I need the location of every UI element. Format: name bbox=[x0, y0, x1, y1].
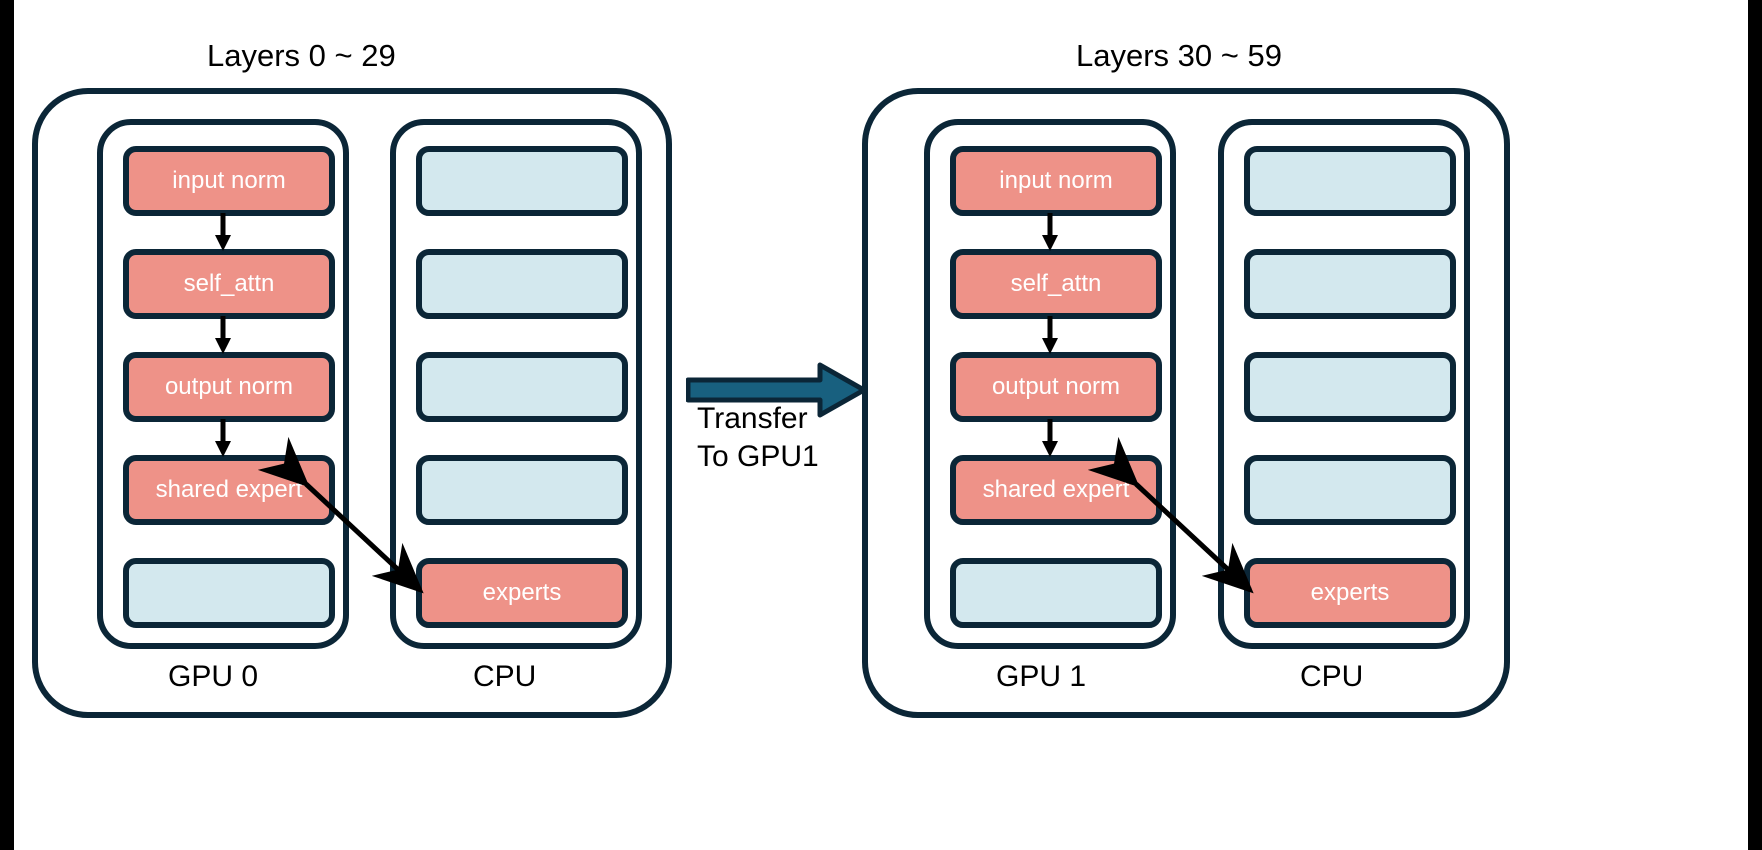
transfer-label-line2: To GPU1 bbox=[697, 439, 819, 473]
letterbox-left bbox=[0, 0, 14, 850]
connector-arrow-icon bbox=[1042, 213, 1058, 251]
panel-title-right: Layers 30 ~ 59 bbox=[1076, 38, 1282, 73]
label-gpu1: GPU 1 bbox=[996, 660, 1087, 693]
transfer-label: Transfer To GPU1 bbox=[697, 400, 867, 475]
block-experts[interactable]: experts bbox=[1244, 558, 1456, 628]
device-panel-gpu1: input norm self_attn output norm shared … bbox=[862, 88, 1510, 718]
column-cpu-left: experts bbox=[390, 119, 642, 649]
label-gpu0: GPU 0 bbox=[168, 660, 259, 693]
block-cpu-empty[interactable] bbox=[1244, 455, 1456, 525]
block-input-norm[interactable]: input norm bbox=[950, 146, 1162, 216]
block-experts[interactable]: experts bbox=[416, 558, 628, 628]
connector-arrow-icon bbox=[1042, 316, 1058, 354]
column-cpu-right: experts bbox=[1218, 119, 1470, 649]
block-cpu-empty[interactable] bbox=[1244, 249, 1456, 319]
block-shared-expert[interactable]: shared expert bbox=[123, 455, 335, 525]
block-gpu-empty[interactable] bbox=[950, 558, 1162, 628]
column-gpu1: input norm self_attn output norm shared … bbox=[924, 119, 1176, 649]
block-input-norm[interactable]: input norm bbox=[123, 146, 335, 216]
block-shared-expert[interactable]: shared expert bbox=[950, 455, 1162, 525]
connector-arrow-icon bbox=[215, 419, 231, 457]
column-gpu0: input norm self_attn output norm shared … bbox=[97, 119, 349, 649]
block-cpu-empty[interactable] bbox=[1244, 352, 1456, 422]
device-panel-gpu0: input norm self_attn output norm shared … bbox=[32, 88, 672, 718]
block-self-attn[interactable]: self_attn bbox=[123, 249, 335, 319]
block-cpu-empty[interactable] bbox=[1244, 146, 1456, 216]
panel-title-left: Layers 0 ~ 29 bbox=[207, 38, 396, 73]
block-self-attn[interactable]: self_attn bbox=[950, 249, 1162, 319]
label-cpu-right: CPU bbox=[1300, 660, 1364, 693]
block-output-norm[interactable]: output norm bbox=[950, 352, 1162, 422]
block-cpu-empty[interactable] bbox=[416, 455, 628, 525]
block-cpu-empty[interactable] bbox=[416, 146, 628, 216]
connector-arrow-icon bbox=[215, 316, 231, 354]
letterbox-right bbox=[1748, 0, 1762, 850]
label-cpu-left: CPU bbox=[473, 660, 537, 693]
block-gpu-empty[interactable] bbox=[123, 558, 335, 628]
connector-arrow-icon bbox=[215, 213, 231, 251]
block-cpu-empty[interactable] bbox=[416, 249, 628, 319]
block-cpu-empty[interactable] bbox=[416, 352, 628, 422]
block-output-norm[interactable]: output norm bbox=[123, 352, 335, 422]
transfer-block-arrow-icon bbox=[686, 362, 866, 418]
connector-arrow-icon bbox=[1042, 419, 1058, 457]
transfer-label-line1: Transfer bbox=[697, 402, 808, 435]
